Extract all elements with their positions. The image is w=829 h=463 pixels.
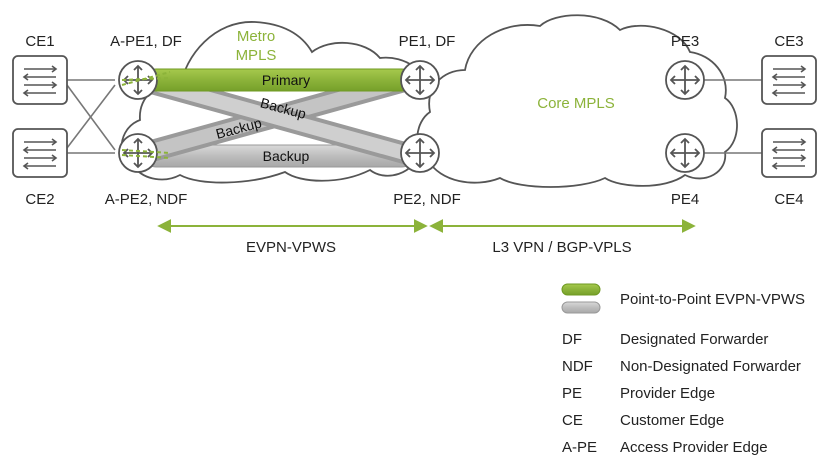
legend-gray-tube: [561, 301, 601, 314]
ce2-switch-icon[interactable]: [12, 128, 68, 178]
metro-cloud-label-line2: MPLS: [236, 47, 277, 64]
legend: Point-to-Point EVPN-VPWS DF Designated F…: [561, 283, 805, 456]
pe4-router-icon[interactable]: [665, 133, 705, 173]
ce2-label: CE2: [25, 191, 54, 208]
evpn-span-label: EVPN-VPWS: [246, 239, 336, 256]
ape2-label: A-PE2, NDF: [105, 191, 188, 208]
backup-bottom-label: Backup: [263, 148, 310, 164]
legend-abbr-df: DF: [562, 331, 582, 348]
legend-text-pe: Provider Edge: [620, 385, 715, 402]
pe3-router-icon[interactable]: [665, 60, 705, 100]
pe4-label: PE4: [671, 191, 699, 208]
ce1-label: CE1: [25, 33, 54, 50]
legend-text-ape: Access Provider Edge: [620, 439, 768, 456]
metro-cloud-label-line1: Metro: [237, 28, 275, 45]
legend-text-ce: Customer Edge: [620, 412, 724, 429]
ape-evpn-dashes: [121, 71, 171, 159]
legend-tube-label: Point-to-Point EVPN-VPWS: [620, 291, 805, 308]
ce4-switch-icon[interactable]: [761, 128, 817, 178]
legend-text-df: Designated Forwarder: [620, 331, 768, 348]
ape2-router-icon[interactable]: [118, 133, 158, 173]
core-cloud-label: Core MPLS: [537, 95, 615, 112]
ce-ape-links: [66, 79, 116, 154]
ce1-switch-icon[interactable]: [12, 55, 68, 105]
pe1-router-icon[interactable]: [400, 60, 440, 100]
pe3-label: PE3: [671, 33, 699, 50]
pe2-label: PE2, NDF: [393, 191, 461, 208]
legend-abbr-ndf: NDF: [562, 358, 593, 375]
legend-abbr-ape: A-PE: [562, 439, 597, 456]
legend-abbr-pe: PE: [562, 385, 582, 402]
pe-ce-links: [704, 79, 762, 154]
legend-green-tube: [561, 283, 601, 296]
legend-abbr-ce: CE: [562, 412, 583, 429]
ce4-label: CE4: [774, 191, 803, 208]
legend-text-ndf: Non-Designated Forwarder: [620, 358, 801, 375]
ce3-switch-icon[interactable]: [761, 55, 817, 105]
l3vpn-span-label: L3 VPN / BGP-VPLS: [492, 239, 631, 256]
pe2-router-icon[interactable]: [400, 133, 440, 173]
core-mpls-cloud: [416, 14, 738, 188]
backup-tunnel-cross-down: [137, 71, 419, 165]
pe1-label: PE1, DF: [399, 33, 456, 50]
ape1-label: A-PE1, DF: [110, 33, 182, 50]
ce3-label: CE3: [774, 33, 803, 50]
primary-tunnel-label: Primary: [262, 72, 310, 88]
